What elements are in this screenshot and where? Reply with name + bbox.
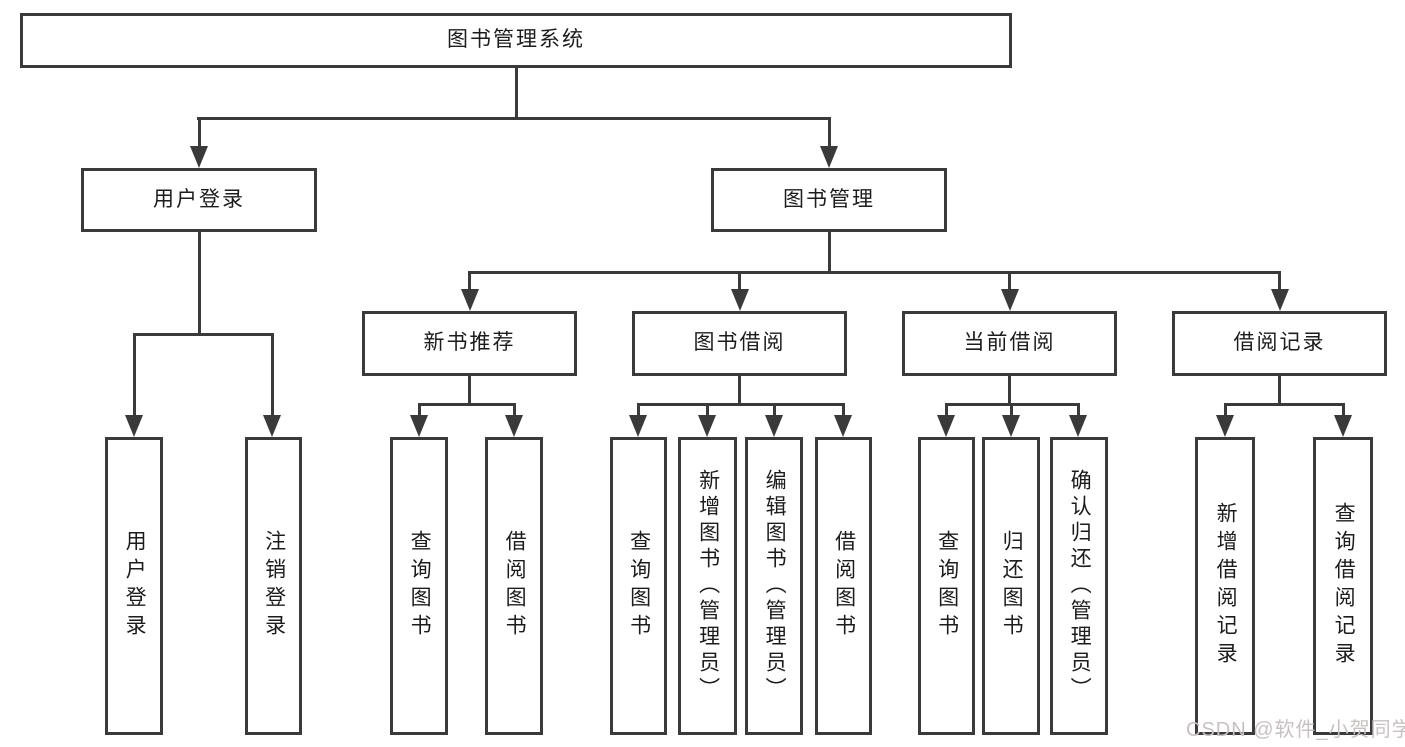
arrowhead-current-borrow (1001, 289, 1019, 311)
connector-root-branch (197, 117, 831, 120)
node-book-borrowing: 图书借阅 (632, 311, 847, 376)
connector-to-book-mgmt (828, 117, 831, 148)
arrowhead-leaf-edit-book (765, 415, 783, 437)
csdn-watermark: CSDN @软件_小贺同学 (1186, 719, 1405, 741)
leaf-add-book-admin: 新增图书（管理员） (678, 437, 737, 735)
arrowhead-leaf-confirm (1069, 415, 1087, 437)
arrowhead-leaf-query3 (937, 415, 955, 437)
arrowhead-leaf-user-login (125, 415, 143, 437)
arrowhead-leaf-add-record (1216, 415, 1234, 437)
connector-borrow-records-stem (1278, 376, 1281, 405)
connector-to-leaf-query3 (945, 403, 948, 415)
connector-book-borrow-branch (637, 403, 845, 406)
connector-current-borrow-stem (1008, 376, 1011, 405)
arrowhead-leaf-borrow1 (505, 415, 523, 437)
leaf-query-book-recommend: 查询图书 (390, 437, 448, 735)
connector-new-book-rec-stem (468, 376, 471, 405)
arrowhead-leaf-query1 (410, 415, 428, 437)
connector-to-leaf-return (1010, 403, 1013, 415)
leaf-query-book-borrowing: 查询图书 (610, 437, 667, 735)
arrowhead-leaf-query-record (1334, 415, 1352, 437)
arrowhead-leaf-return (1002, 415, 1020, 437)
leaf-user-login: 用户登录 (105, 437, 163, 735)
node-book-management: 图书管理 (711, 168, 947, 232)
leaf-query-borrow-record: 查询借阅记录 (1313, 437, 1373, 735)
leaf-logout: 注销登录 (245, 437, 302, 735)
connector-user-login-stem (198, 232, 201, 335)
leaf-add-borrow-record: 新增借阅记录 (1195, 437, 1255, 735)
arrowhead-leaf-query2 (629, 415, 647, 437)
connector-to-leaf-add-record (1224, 403, 1227, 415)
node-library-management-system: 图书管理系统 (20, 13, 1012, 68)
arrowhead-new-book-rec (461, 289, 479, 311)
connector-to-leaf-confirm (1077, 403, 1080, 415)
connector-new-book-rec-branch (418, 403, 516, 406)
leaf-edit-book-admin: 编辑图书（管理员） (745, 437, 803, 735)
node-current-borrowing: 当前借阅 (902, 311, 1117, 376)
connector-to-new-book-rec (468, 271, 471, 289)
connector-to-leaf-query2 (637, 403, 640, 415)
leaf-query-book-current: 查询图书 (918, 437, 975, 735)
connector-to-leaf-query-record (1342, 403, 1345, 415)
connector-to-user-login (198, 117, 201, 148)
arrowhead-leaf-add-book (698, 415, 716, 437)
connector-root-stem (515, 68, 518, 120)
leaf-borrow-book-borrowing: 借阅图书 (815, 437, 872, 735)
connector-to-book-borrow (738, 271, 741, 289)
connector-book-borrow-stem (738, 376, 741, 405)
node-new-book-recommend: 新书推荐 (362, 311, 577, 376)
node-user-login: 用户登录 (81, 168, 317, 232)
leaf-confirm-return-admin: 确认归还（管理员） (1050, 437, 1108, 735)
connector-book-mgmt-branch (468, 271, 1281, 274)
arrowhead-book-mgmt (820, 146, 838, 168)
connector-to-leaf-user-login (133, 333, 136, 415)
node-borrowing-records: 借阅记录 (1172, 311, 1387, 376)
connector-user-login-branch (133, 333, 274, 336)
connector-to-leaf-query1 (418, 403, 421, 415)
connector-to-leaf-logout (271, 333, 274, 415)
connector-to-leaf-borrow2 (842, 403, 845, 415)
arrowhead-leaf-logout (263, 415, 281, 437)
connector-to-borrow-records (1278, 271, 1281, 289)
arrowhead-book-borrow (731, 289, 749, 311)
arrowhead-user-login (190, 146, 208, 168)
connector-borrow-records-branch (1224, 403, 1344, 406)
connector-to-leaf-borrow1 (513, 403, 516, 415)
connector-to-leaf-edit-book (773, 403, 776, 415)
leaf-borrow-book-recommend: 借阅图书 (485, 437, 543, 735)
arrowhead-borrow-records (1271, 289, 1289, 311)
arrowhead-leaf-borrow2 (834, 415, 852, 437)
leaf-return-book: 归还图书 (982, 437, 1040, 735)
connector-book-mgmt-stem (828, 232, 831, 273)
connector-to-leaf-add-book (706, 403, 709, 415)
connector-to-current-borrow (1008, 271, 1011, 289)
